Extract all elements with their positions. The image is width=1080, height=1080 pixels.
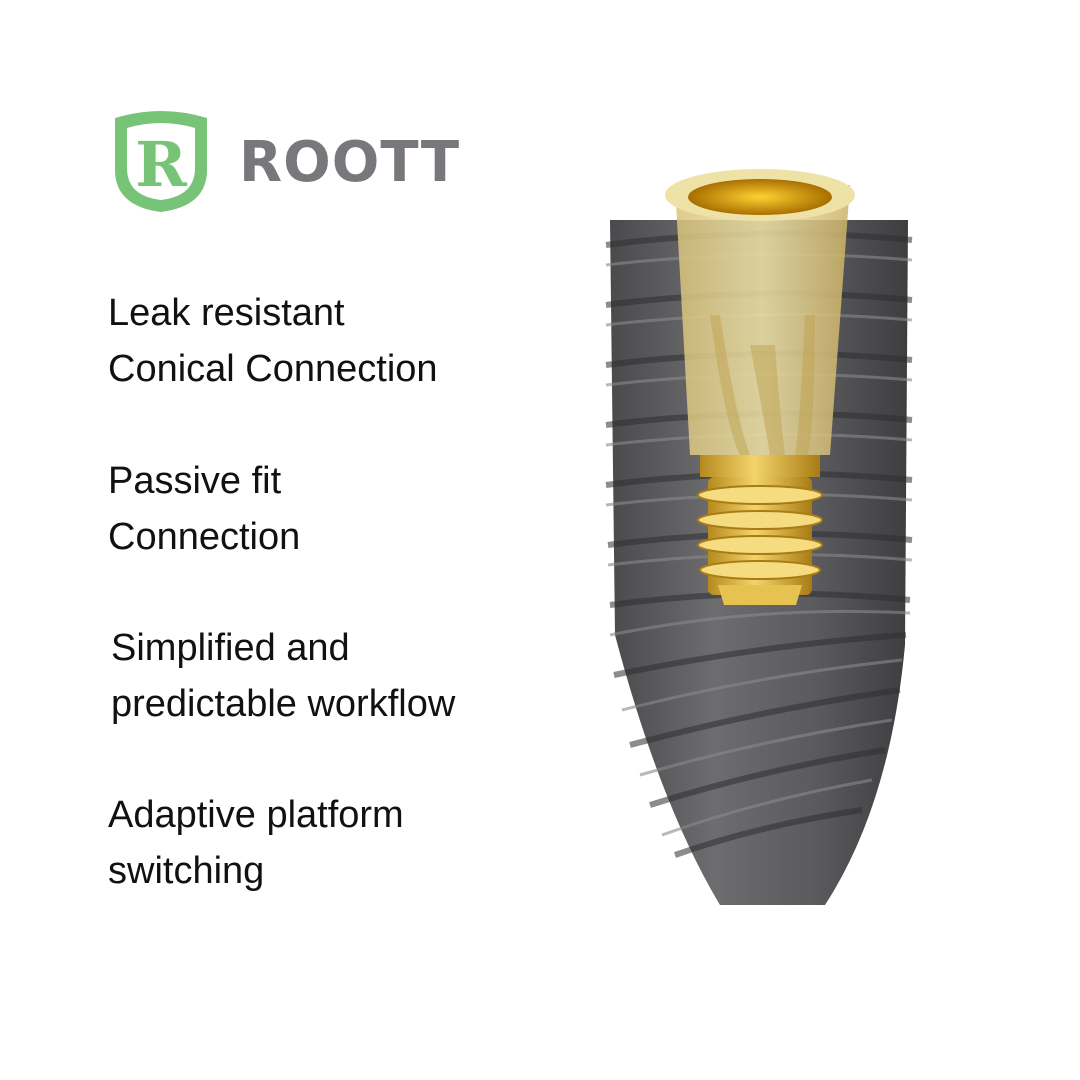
feature-line: Simplified and (111, 627, 350, 669)
feature-line: predictable workflow (111, 683, 456, 725)
brand-wordmark: ROOTT (239, 129, 461, 195)
dental-implant-image (605, 169, 913, 905)
feature-platform-switching: Adaptive platform switching (108, 787, 404, 899)
roott-shield-icon: R (115, 110, 207, 212)
feature-workflow: Simplified and predictable workflow (111, 620, 455, 732)
feature-line: Leak resistant (108, 292, 345, 334)
feature-conical-connection: Leak resistant Conical Connection (108, 285, 438, 397)
feature-line: switching (108, 850, 265, 892)
brand-logo: R ROOTT (107, 108, 460, 213)
feature-passive-fit: Passive fit Connection (108, 453, 300, 565)
feature-line: Conical Connection (108, 348, 438, 390)
feature-line: Connection (108, 516, 301, 558)
svg-text:R: R (135, 128, 187, 201)
feature-line: Adaptive platform (108, 794, 404, 836)
feature-line: Passive fit (108, 460, 282, 502)
